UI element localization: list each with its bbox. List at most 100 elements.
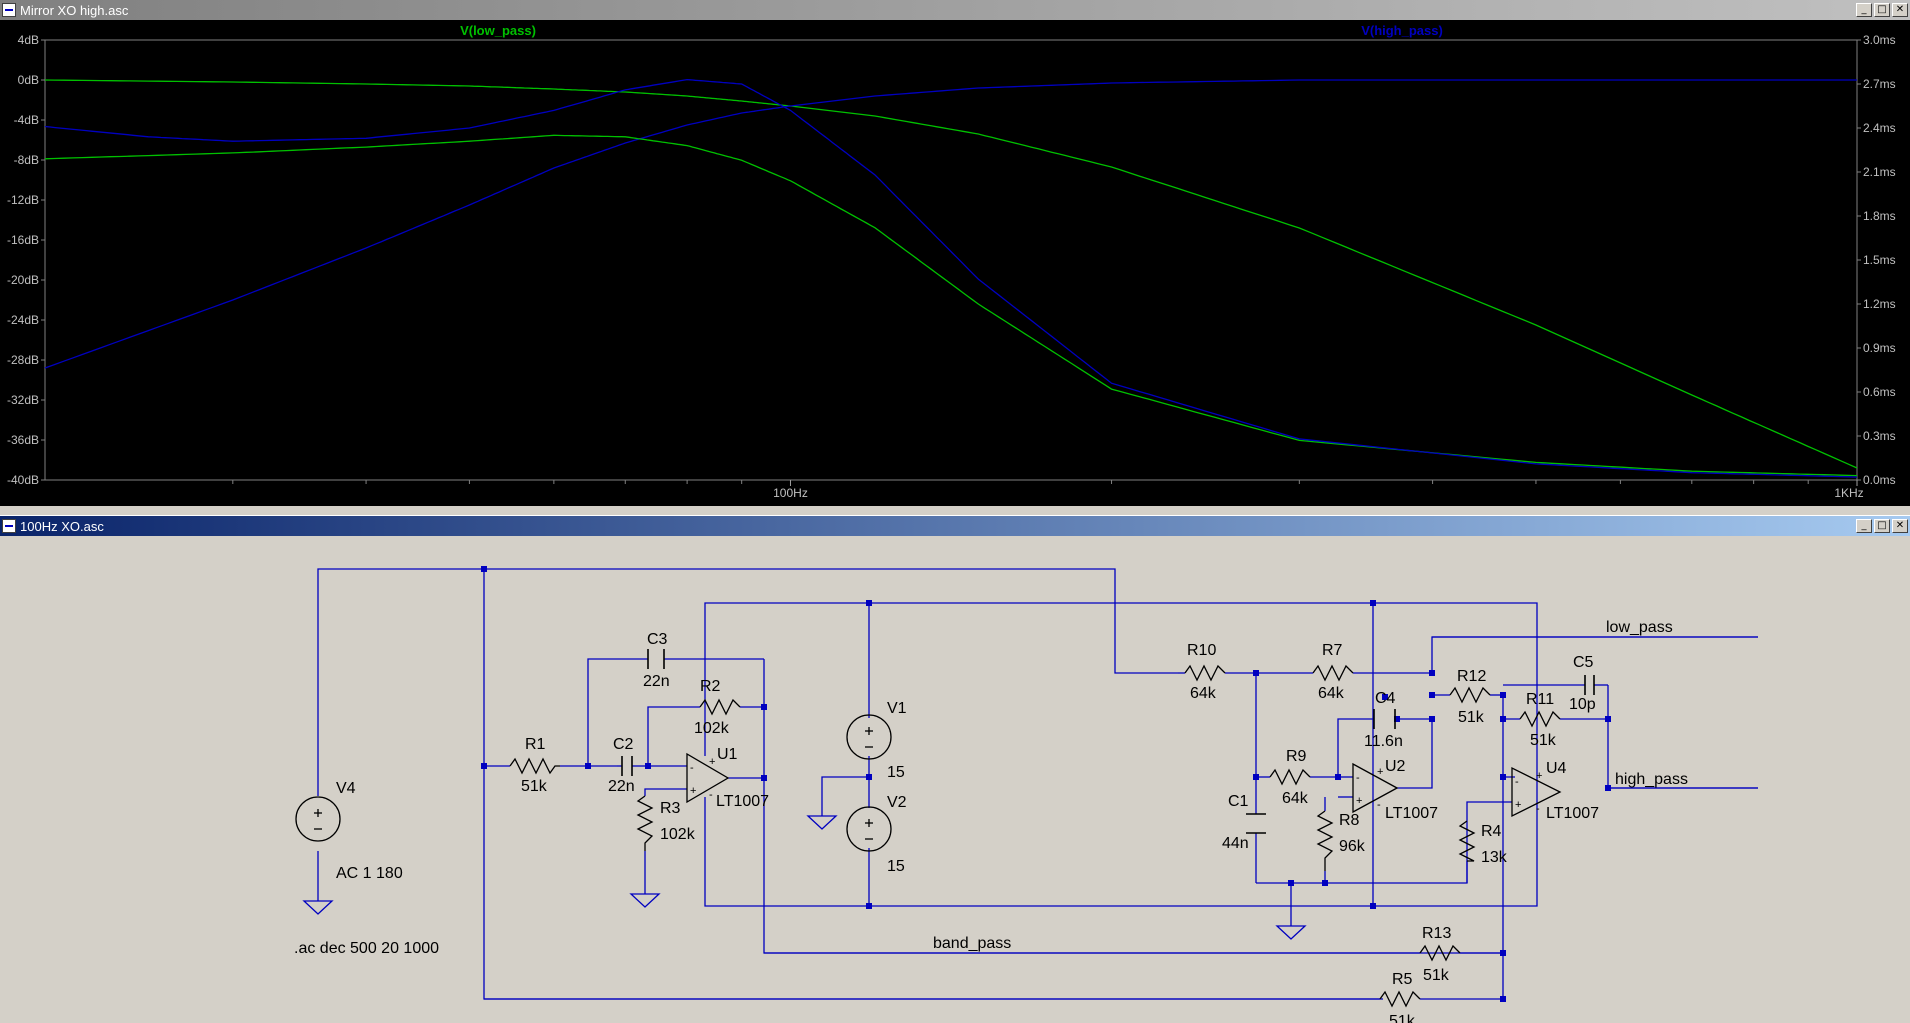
v4-name[interactable]: V4 bbox=[336, 780, 356, 797]
r1-value[interactable]: 51k bbox=[521, 778, 548, 795]
opamp-symbols[interactable] bbox=[686, 752, 1562, 818]
maximize-button[interactable]: □ bbox=[1874, 3, 1890, 17]
r8-name[interactable]: R8 bbox=[1339, 812, 1360, 829]
schematic-window: 100Hz XO.asc _ □ ✕ bbox=[0, 515, 1910, 1023]
resistor-symbols[interactable] bbox=[509, 664, 1561, 1008]
close-button[interactable]: ✕ bbox=[1892, 519, 1908, 533]
right-tick-label: 1.5ms bbox=[1863, 253, 1896, 267]
u4-name[interactable]: U4 bbox=[1546, 760, 1567, 777]
u4-value[interactable]: LT1007 bbox=[1546, 805, 1599, 822]
c3-value[interactable]: 22n bbox=[643, 673, 670, 690]
c3-name[interactable]: C3 bbox=[647, 631, 668, 648]
ground-icon bbox=[302, 900, 334, 915]
c1-name[interactable]: C1 bbox=[1228, 793, 1249, 810]
c1-value[interactable]: 44n bbox=[1222, 835, 1249, 852]
r11-symbol bbox=[1519, 710, 1561, 728]
x-tick-label: 100Hz bbox=[773, 486, 808, 500]
plot-area[interactable] bbox=[44, 39, 1858, 481]
trace-label-low-pass[interactable]: V(low_pass) bbox=[460, 23, 536, 38]
spice-directive[interactable]: .ac dec 500 20 1000 bbox=[294, 940, 439, 957]
net-label-band-pass[interactable]: band_pass bbox=[933, 935, 1011, 952]
u1-name[interactable]: U1 bbox=[717, 746, 738, 763]
r4-symbol bbox=[1458, 820, 1476, 862]
x-tick-label: 1KHz bbox=[1834, 486, 1863, 500]
r8-value[interactable]: 96k bbox=[1339, 838, 1366, 855]
c2-value[interactable]: 22n bbox=[608, 778, 635, 795]
trace-line-2[interactable] bbox=[44, 134, 1858, 477]
net-label-low-pass[interactable]: low_pass bbox=[1606, 619, 1673, 636]
left-tick-label: -40dB bbox=[7, 473, 39, 487]
trace-line-1[interactable] bbox=[44, 79, 1857, 369]
r4-value[interactable]: 13k bbox=[1481, 849, 1508, 866]
voltage-sources[interactable] bbox=[295, 714, 892, 852]
right-axis-ticks: 3.0ms2.7ms2.4ms2.1ms1.8ms1.5ms1.2ms0.9ms… bbox=[1857, 33, 1896, 487]
left-tick-label: -8dB bbox=[14, 153, 39, 167]
r12-value[interactable]: 51k bbox=[1458, 709, 1485, 726]
r4-name[interactable]: R4 bbox=[1481, 823, 1502, 840]
r12-name[interactable]: R12 bbox=[1457, 668, 1486, 685]
u2-name[interactable]: U2 bbox=[1385, 758, 1406, 775]
minimize-button[interactable]: _ bbox=[1856, 3, 1872, 17]
r3-symbol bbox=[636, 795, 654, 851]
c5-name[interactable]: C5 bbox=[1573, 654, 1594, 671]
r1-name[interactable]: R1 bbox=[525, 736, 546, 753]
svg-text:+: + bbox=[1515, 799, 1521, 811]
ground-icon bbox=[1275, 925, 1307, 940]
right-tick-label: 2.4ms bbox=[1863, 121, 1896, 135]
r11-value[interactable]: 51k bbox=[1530, 732, 1557, 749]
r7-name[interactable]: R7 bbox=[1322, 642, 1343, 659]
capacitor-symbols[interactable] bbox=[621, 649, 1595, 834]
r11-name[interactable]: R11 bbox=[1526, 691, 1554, 708]
output-wires[interactable] bbox=[1432, 636, 1758, 789]
net-label-high-pass[interactable]: high_pass bbox=[1615, 771, 1688, 788]
v2-value[interactable]: 15 bbox=[887, 858, 905, 875]
r3-value[interactable]: 102k bbox=[660, 826, 696, 843]
r9-name[interactable]: R9 bbox=[1286, 748, 1307, 765]
r5-name[interactable]: R5 bbox=[1392, 971, 1413, 988]
r7-value[interactable]: 64k bbox=[1318, 685, 1345, 702]
v1-name[interactable]: V1 bbox=[887, 700, 907, 717]
right-tick-label: 1.8ms bbox=[1863, 209, 1896, 223]
r12-symbol bbox=[1449, 686, 1491, 704]
trace-line-0[interactable] bbox=[44, 79, 1858, 469]
schematic-canvas[interactable]: -++- -++- -++- V4 AC 1 180 R1 51k C2 22n… bbox=[0, 536, 1910, 1023]
v1-value[interactable]: 15 bbox=[887, 764, 905, 781]
v4-value[interactable]: AC 1 180 bbox=[336, 865, 403, 882]
schematic-titlebar[interactable]: 100Hz XO.asc _ □ ✕ bbox=[0, 516, 1910, 536]
net-labels: low_pass high_pass band_pass bbox=[933, 619, 1688, 952]
left-tick-label: -16dB bbox=[7, 233, 39, 247]
r7-symbol bbox=[1312, 664, 1354, 682]
close-button[interactable]: ✕ bbox=[1892, 3, 1908, 17]
c4-value[interactable]: 11.6n bbox=[1364, 733, 1403, 750]
r10-name[interactable]: R10 bbox=[1187, 642, 1216, 659]
trace-line-3[interactable] bbox=[44, 78, 1858, 478]
r9-value[interactable]: 64k bbox=[1282, 790, 1309, 807]
waveform-window: Mirror XO high.asc _ □ ✕ V(low_pass) V(h… bbox=[0, 0, 1910, 508]
r2-name[interactable]: R2 bbox=[700, 678, 721, 695]
maximize-button[interactable]: □ bbox=[1874, 519, 1890, 533]
component-labels: V4 AC 1 180 R1 51k C2 22n C3 22n R2 102k… bbox=[336, 631, 1599, 1023]
waveform-plot[interactable]: V(low_pass) V(high_pass) 4dB0dB-4dB-8dB-… bbox=[0, 20, 1910, 508]
right-tick-label: 2.1ms bbox=[1863, 165, 1896, 179]
minimize-button[interactable]: _ bbox=[1856, 519, 1872, 533]
c4-name[interactable]: C4 bbox=[1375, 690, 1396, 707]
r13-name[interactable]: R13 bbox=[1422, 925, 1451, 942]
r10-value[interactable]: 64k bbox=[1190, 685, 1217, 702]
schematic-window-title: 100Hz XO.asc bbox=[20, 518, 104, 534]
r3-name[interactable]: R3 bbox=[660, 800, 681, 817]
r5-value[interactable]: 51k bbox=[1389, 1013, 1416, 1023]
c2-name[interactable]: C2 bbox=[613, 736, 634, 753]
u1-value[interactable]: LT1007 bbox=[716, 793, 769, 810]
v2-name[interactable]: V2 bbox=[887, 794, 907, 811]
right-tick-label: 0.6ms bbox=[1863, 385, 1896, 399]
c5-value[interactable]: 10p bbox=[1569, 696, 1596, 713]
svg-text:-: - bbox=[1515, 776, 1519, 788]
svg-text:+: + bbox=[709, 756, 715, 768]
u2-value[interactable]: LT1007 bbox=[1385, 805, 1438, 822]
left-tick-label: 0dB bbox=[18, 73, 39, 87]
right-tick-label: 1.2ms bbox=[1863, 297, 1896, 311]
r2-value[interactable]: 102k bbox=[694, 720, 730, 737]
r13-value[interactable]: 51k bbox=[1423, 967, 1450, 984]
waveform-titlebar[interactable]: Mirror XO high.asc _ □ ✕ bbox=[0, 0, 1910, 20]
trace-label-high-pass[interactable]: V(high_pass) bbox=[1361, 23, 1443, 38]
